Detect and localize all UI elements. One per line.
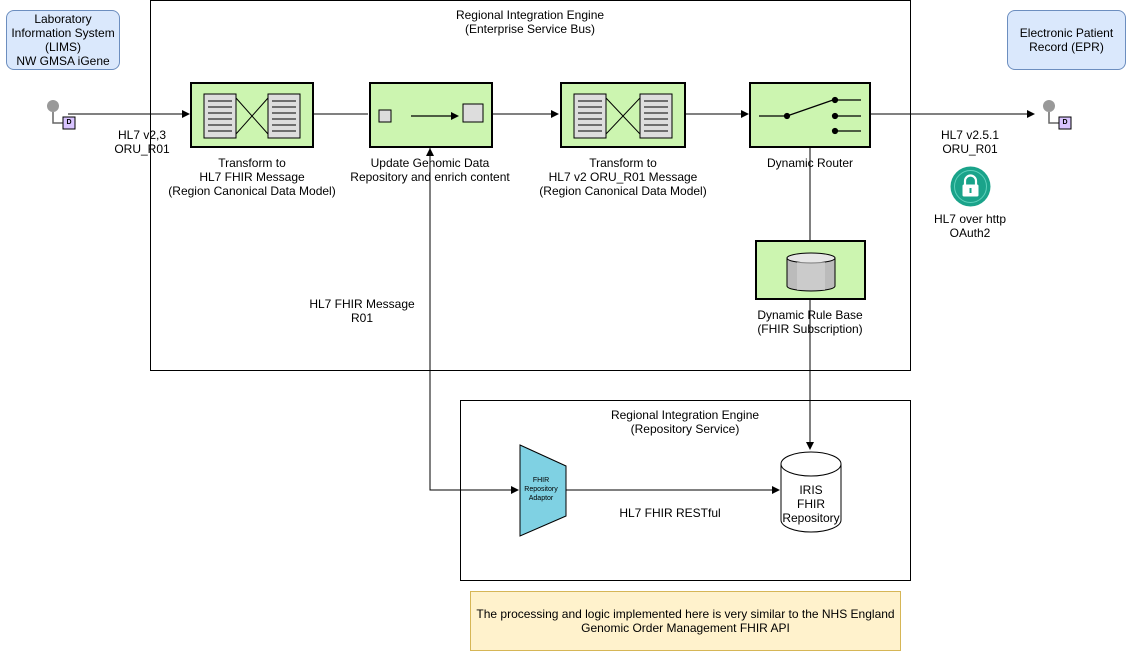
message-translator-icon: [203, 93, 301, 139]
epr-box: Electronic Patient Record (EPR): [1007, 10, 1126, 70]
lock-icon: [950, 166, 991, 207]
repository-frame-title: Regional Integration Engine (Repository …: [610, 408, 760, 436]
message-translator-icon: [573, 93, 673, 139]
rule-base-label: Dynamic Rule Base (FHIR Subscription): [757, 308, 863, 336]
router-node: [749, 82, 871, 148]
endpoint-port-icon: [47, 100, 76, 130]
restful-label: HL7 FHIR RESTful: [619, 506, 721, 520]
transform-v2-node: [560, 82, 686, 148]
outbound-port-label: D: [1062, 119, 1068, 126]
security-label: HL7 over http OAuth2: [933, 212, 1007, 240]
repository-frame: [460, 400, 911, 581]
epr-label: Electronic Patient Record (EPR): [1019, 26, 1114, 54]
lims-label: Laboratory Information System (LIMS) NW …: [11, 12, 115, 68]
note-text: The processing and logic implemented her…: [476, 607, 895, 635]
adaptor-shape: [519, 444, 567, 537]
content-enricher-icon: [378, 103, 484, 123]
adaptor-label: FHIR Repository Adaptor: [524, 477, 558, 502]
transform-v2-label: Transform to HL7 v2 ORU_R01 Message (Reg…: [539, 156, 707, 198]
inbound-connector-label: HL7 v2,3 ORU_R01: [114, 128, 170, 156]
esb-title: Regional Integration Engine (Enterprise …: [455, 8, 605, 36]
fhir-message-label: HL7 FHIR Message R01: [309, 297, 415, 325]
iris-repository-cylinder: [780, 451, 842, 533]
database-icon: [786, 252, 836, 292]
update-genomic-label: Update Genomic Data Repository and enric…: [350, 156, 510, 184]
router-switch-icon: [759, 96, 861, 135]
esb-frame: [150, 0, 911, 371]
note-box: The processing and logic implemented her…: [470, 591, 901, 651]
update-genomic-node: [369, 82, 493, 148]
transform-fhir-label: Transform to HL7 FHIR Message (Region Ca…: [168, 156, 336, 198]
repository-label: IRIS FHIR Repository: [782, 483, 840, 525]
inbound-port-label: D: [66, 119, 72, 126]
outbound-connector-label: HL7 v2.5.1 ORU_R01: [940, 128, 1000, 156]
lims-box: Laboratory Information System (LIMS) NW …: [6, 10, 120, 70]
rule-base-node: [755, 240, 866, 300]
endpoint-port-icon: [1043, 100, 1072, 130]
transform-fhir-node: [190, 82, 314, 148]
router-label: Dynamic Router: [766, 156, 854, 170]
